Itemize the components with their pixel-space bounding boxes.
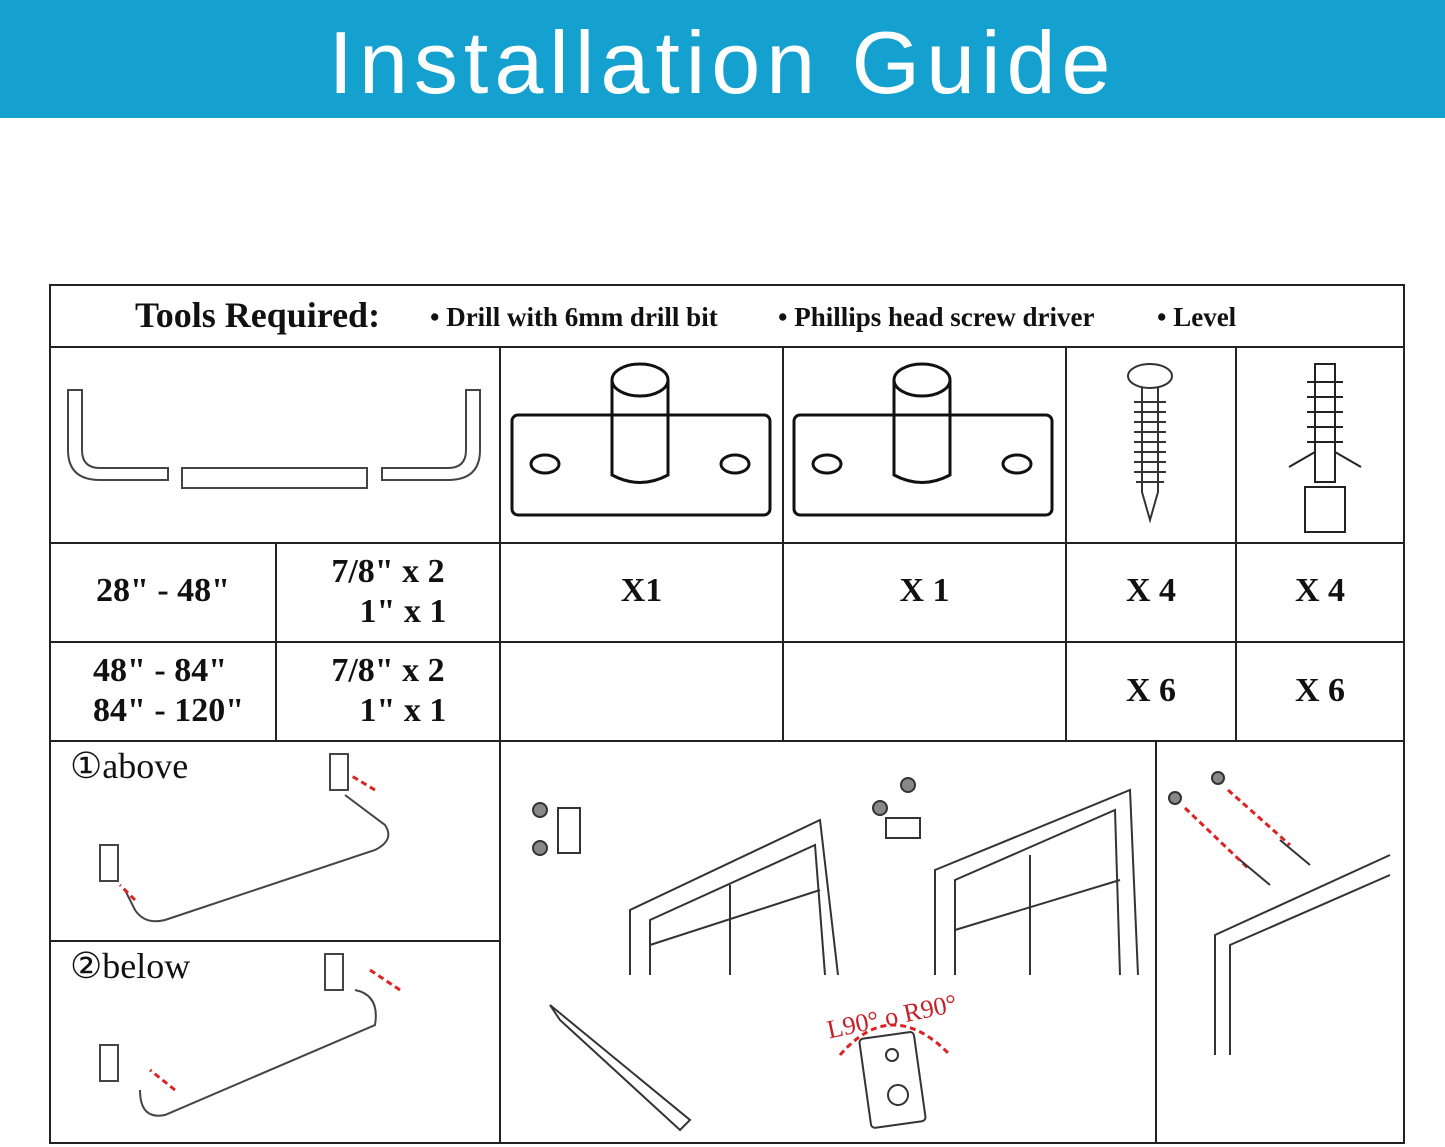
tool-item: • Phillips head screw driver bbox=[778, 302, 1095, 332]
tools-label: Tools Required: bbox=[135, 295, 381, 335]
window-mount-illustration bbox=[532, 777, 1139, 1132]
cell bbox=[782, 641, 1067, 742]
anchor-qty: X 4 bbox=[1294, 572, 1346, 609]
step-1-label: ①above bbox=[70, 746, 189, 786]
length-range: 28" - 48" bbox=[95, 572, 231, 609]
screw-qty: X 6 bbox=[1125, 672, 1177, 709]
tool-item: • Level bbox=[1157, 302, 1237, 332]
anchor-qty: X 6 bbox=[1294, 672, 1346, 709]
rod-parts-icon bbox=[67, 389, 481, 489]
screw-icon bbox=[1127, 363, 1173, 524]
tool-item: • Drill with 6mm drill bit bbox=[430, 302, 718, 332]
rod-below-illustration bbox=[99, 953, 401, 1117]
wall-anchor-icon bbox=[1288, 363, 1362, 533]
step-2-label: ②below bbox=[70, 946, 191, 986]
anchor-install-panel bbox=[1155, 740, 1405, 1144]
bracket-icon bbox=[792, 362, 1054, 517]
page-title: Installation Guide bbox=[328, 13, 1117, 112]
anchor-install-illustration bbox=[1168, 771, 1391, 1055]
length-range: 48" - 84"84" - 120" bbox=[93, 652, 245, 729]
header-banner: Installation Guide bbox=[0, 0, 1445, 118]
cell bbox=[499, 641, 784, 742]
bracket-b-qty: X 1 bbox=[899, 572, 950, 609]
rod-above-illustration bbox=[99, 753, 390, 923]
bracket-icon bbox=[510, 362, 772, 517]
bracket-a-qty: X1 bbox=[620, 572, 663, 609]
screw-qty: X 4 bbox=[1125, 572, 1177, 609]
